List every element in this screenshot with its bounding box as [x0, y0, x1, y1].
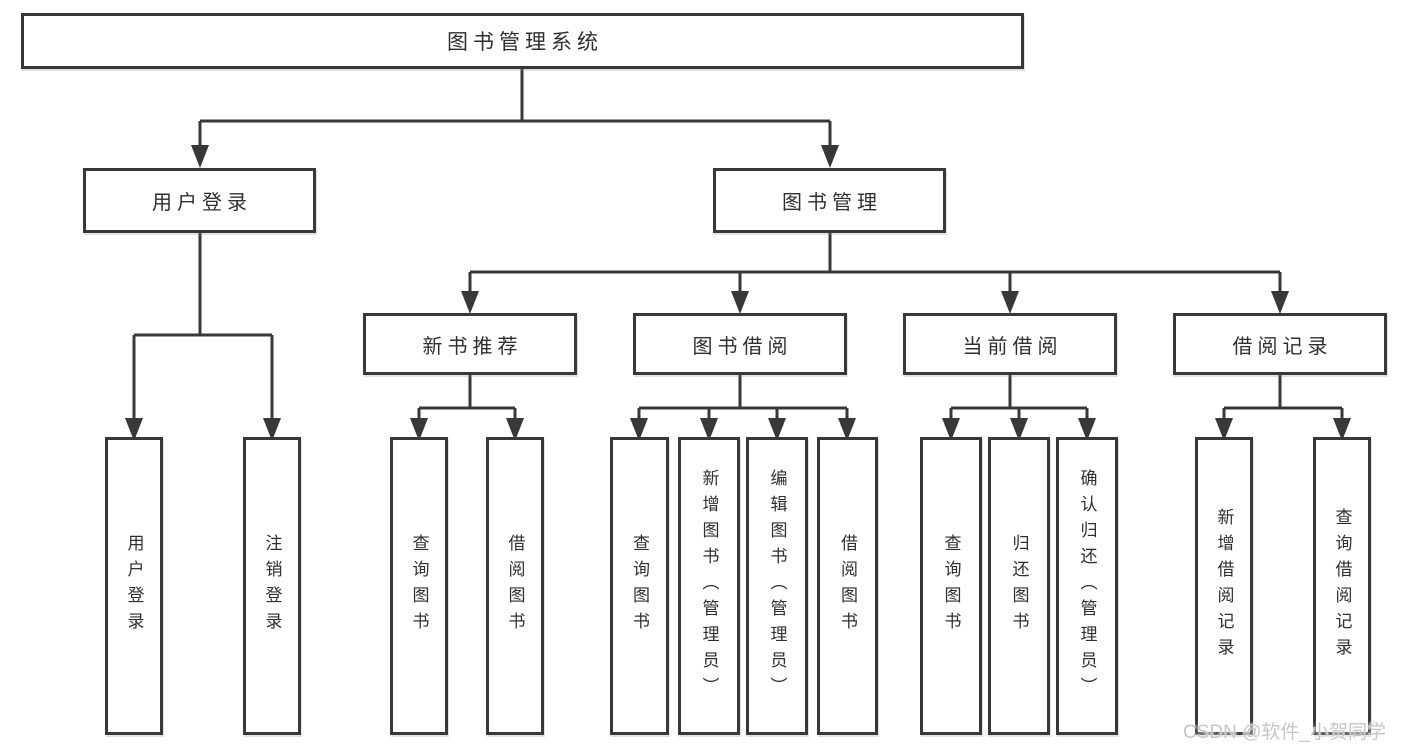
leaf-confirm-return-admin: 确认归还（管理员） [1056, 437, 1118, 735]
leaf-confirm-return-admin-label: 确认归还（管理员） [1077, 469, 1097, 703]
node-book-management: 图书管理 [713, 168, 946, 233]
arrowhead-icons [125, 145, 1351, 441]
leaf-logout-label: 注销登录 [262, 534, 282, 638]
arrowhead-icon [1215, 418, 1233, 441]
connector-bookmgmt-to-level3 [468, 233, 1282, 309]
arrowhead-icon [410, 418, 428, 441]
leaf-query-books-2: 查询图书 [610, 437, 669, 735]
node-user-login-label: 用户登录 [152, 192, 252, 214]
leaf-return-books-label: 归还图书 [1009, 534, 1029, 638]
arrowhead-icon [630, 418, 648, 441]
leaf-add-borrow-record-label: 新增借阅记录 [1214, 508, 1234, 664]
node-root: 图书管理系统 [21, 13, 1024, 69]
arrowhead-icon [1078, 418, 1096, 441]
connector-bookborrow-to-leaves [637, 375, 849, 436]
node-current-borrow: 当前借阅 [903, 313, 1117, 375]
arrowhead-icon [1333, 418, 1351, 441]
node-root-label: 图书管理系统 [447, 31, 603, 54]
arrowhead-icon [1271, 291, 1289, 314]
leaf-query-books-3-label: 查询图书 [941, 534, 961, 638]
node-new-book-recommend-label: 新书推荐 [422, 335, 523, 358]
arrowhead-icon [821, 145, 839, 168]
leaf-borrow-books-2-label: 借阅图书 [838, 534, 857, 638]
leaf-add-books-admin: 新增图书（管理员） [678, 437, 740, 735]
arrowhead-icon [700, 418, 718, 441]
node-current-borrow-label: 当前借阅 [962, 335, 1063, 358]
node-borrow-records-label: 借阅记录 [1232, 335, 1333, 358]
node-book-management-label: 图书管理 [782, 192, 882, 214]
arrowhead-icon [768, 418, 786, 441]
leaf-borrow-books-2: 借阅图书 [817, 437, 878, 735]
arrowhead-icon [838, 418, 856, 441]
arrowhead-icon [942, 418, 960, 441]
connector-newbook-to-leaves [417, 375, 517, 436]
arrowhead-icon [731, 291, 749, 314]
node-book-borrow-label: 图书借阅 [692, 335, 793, 358]
leaf-query-books-1: 查询图书 [390, 437, 448, 735]
leaf-logout: 注销登录 [243, 437, 301, 735]
leaf-user-login-label: 用户登录 [124, 534, 144, 638]
leaf-query-books-3: 查询图书 [920, 437, 982, 735]
connector-userlogin-to-leaves [132, 233, 274, 436]
leaf-user-login: 用户登录 [105, 437, 163, 735]
node-book-borrow: 图书借阅 [633, 313, 847, 375]
leaf-query-books-1-label: 查询图书 [409, 534, 429, 638]
leaf-query-books-2-label: 查询图书 [630, 534, 649, 638]
arrowhead-icon [263, 418, 281, 441]
leaf-add-borrow-record: 新增借阅记录 [1195, 437, 1253, 735]
leaf-borrow-books-1-label: 借阅图书 [505, 534, 525, 638]
elbow-connectors [132, 69, 1344, 436]
connector-borrowrecords-to-leaves [1222, 375, 1344, 436]
csdn-watermark: CSDN @软件_小贺同学 [1183, 722, 1386, 743]
arrowhead-icon [506, 418, 524, 441]
leaf-edit-books-admin-label: 编辑图书（管理员） [767, 469, 787, 703]
node-user-login: 用户登录 [83, 168, 316, 233]
arrowhead-icon [191, 145, 209, 168]
leaf-borrow-books-1: 借阅图书 [486, 437, 544, 735]
arrowhead-icon [125, 418, 143, 441]
leaf-return-books: 归还图书 [988, 437, 1050, 735]
connector-root-to-level2 [198, 69, 832, 163]
arrowhead-icon [1001, 291, 1019, 314]
leaf-query-borrow-record-label: 查询借阅记录 [1332, 508, 1352, 664]
leaf-query-borrow-record: 查询借阅记录 [1313, 437, 1371, 735]
arrowhead-icon [1010, 418, 1028, 441]
leaf-edit-books-admin: 编辑图书（管理员） [746, 437, 808, 735]
node-new-book-recommend: 新书推荐 [363, 313, 577, 375]
node-borrow-records: 借阅记录 [1173, 313, 1387, 375]
leaf-add-books-admin-label: 新增图书（管理员） [699, 469, 719, 703]
arrowhead-icon [461, 291, 479, 314]
